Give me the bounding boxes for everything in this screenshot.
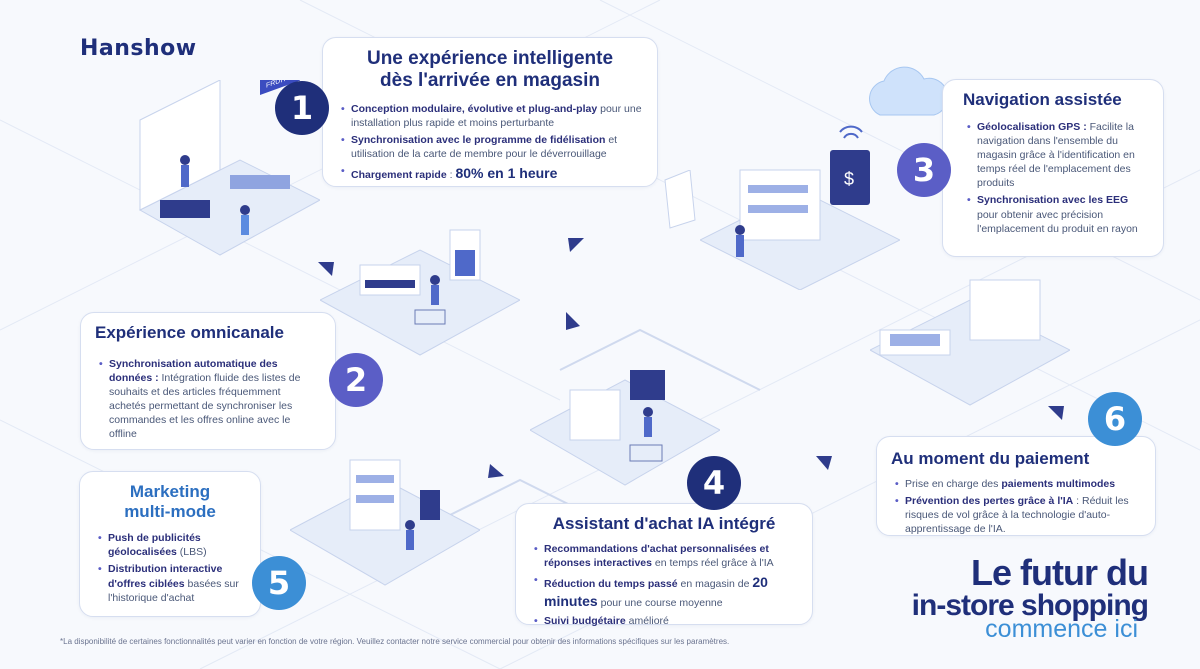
list-item: Réduction du temps passé en magasin de 2… xyxy=(534,573,798,611)
arrow-icon xyxy=(568,238,584,252)
list-item: Conception modulaire, évolutive et plug-… xyxy=(341,102,643,130)
step-1-title-line-1: Une expérience intelligente xyxy=(366,48,614,69)
step-5-title: Marketing multi-mode xyxy=(94,482,246,521)
list-item: Synchronisation avec les EEG pour obteni… xyxy=(967,193,1149,236)
list-item: Recommandations d'achat personnalisées e… xyxy=(534,542,798,570)
list-item: Prévention des pertes grâce à l'IA : Réd… xyxy=(895,494,1141,537)
store-entrance-illustration: FRUIT xyxy=(138,80,320,256)
step-4-card: Assistant d'achat IA intégré Recommandat… xyxy=(515,503,813,628)
price-sign: $ xyxy=(844,169,854,189)
kiosk-icon xyxy=(664,170,696,229)
list-item: Géolocalisation GPS : Facilite la naviga… xyxy=(967,120,1149,191)
navigation-store-illustration: $ xyxy=(700,125,900,290)
fruit-sign: FRUIT xyxy=(266,80,287,90)
step-3-badge: 3 xyxy=(897,143,951,197)
step-6-badge: 6 xyxy=(1088,392,1142,446)
arrow-icon xyxy=(816,456,832,470)
step-3-title: Navigation assistée xyxy=(963,90,1122,109)
step-5-badge: 5 xyxy=(252,556,306,610)
step-4-badge: 4 xyxy=(687,456,741,510)
marketing-store-illustration xyxy=(290,459,480,586)
footnote: *La disponibilité de certaines fonctionn… xyxy=(60,637,730,646)
step-6-list: Prise en charge des paiements multimodes… xyxy=(891,477,1141,537)
step-1-badge: 1 xyxy=(275,81,329,135)
step-4-title: Assistant d'achat IA intégré xyxy=(552,514,776,533)
step-1-list: Conception modulaire, évolutive et plug-… xyxy=(337,102,643,184)
step-5-list: Push de publicités géolocalisées (LBS) D… xyxy=(94,531,253,605)
list-item: Distribution interactive d'offres ciblée… xyxy=(98,562,253,605)
step-2-list: Synchronisation automatique des données … xyxy=(95,357,309,442)
list-item: Chargement rapide : 80% en 1 heure xyxy=(341,164,643,183)
tagline-heading: Le futur du in-store shopping xyxy=(848,552,1149,622)
step-2-card: Expérience omnicanale Synchronisation au… xyxy=(80,312,336,450)
step-3-list: Géolocalisation GPS : Facilite la naviga… xyxy=(963,120,1149,236)
step-2-badge: 2 xyxy=(329,353,383,407)
tagline-subheading: commence ici xyxy=(985,615,1138,643)
list-item: Synchronisation automatique des données … xyxy=(99,357,309,442)
step-6-card: Au moment du paiement Prise en charge de… xyxy=(876,436,1156,536)
step-5-title-line-1: Marketing xyxy=(129,482,211,501)
tagline-line-2: in-store shopping xyxy=(911,589,1149,622)
hanshow-logo: Hanshow xyxy=(80,36,197,61)
arrow-icon xyxy=(1048,406,1064,420)
list-item: Synchronisation avec le programme de fid… xyxy=(341,133,643,161)
checkout-store-illustration xyxy=(870,279,1070,406)
step-5-card: Marketing multi-mode Push de publicités … xyxy=(79,471,261,617)
tagline-line-1: Le futur du xyxy=(971,552,1149,593)
list-item: Push de publicités géolocalisées (LBS) xyxy=(98,531,253,559)
arrow-icon xyxy=(318,262,334,276)
step-5-title-line-2: multi-mode xyxy=(124,501,216,521)
step-3-card: Navigation assistée Géolocalisation GPS … xyxy=(942,79,1164,257)
step-1-title: Une expérience intelligente dès l'arrivé… xyxy=(337,48,643,92)
step-1-title-line-2: dès l'arrivée en magasin xyxy=(380,69,600,91)
ai-assistant-store-illustration xyxy=(530,370,720,486)
step-1-card: Une expérience intelligente dès l'arrivé… xyxy=(322,37,658,187)
step-4-list: Recommandations d'achat personnalisées e… xyxy=(530,542,798,628)
omnichannel-store-illustration xyxy=(320,229,520,356)
list-item: Suivi budgétaire amélioré xyxy=(534,614,798,628)
step-6-title: Au moment du paiement xyxy=(891,449,1090,468)
arrow-icon xyxy=(566,312,580,330)
step-2-title: Expérience omnicanale xyxy=(95,323,284,342)
list-item: Prise en charge des paiements multimodes xyxy=(895,477,1141,491)
arrow-icon xyxy=(488,464,504,478)
